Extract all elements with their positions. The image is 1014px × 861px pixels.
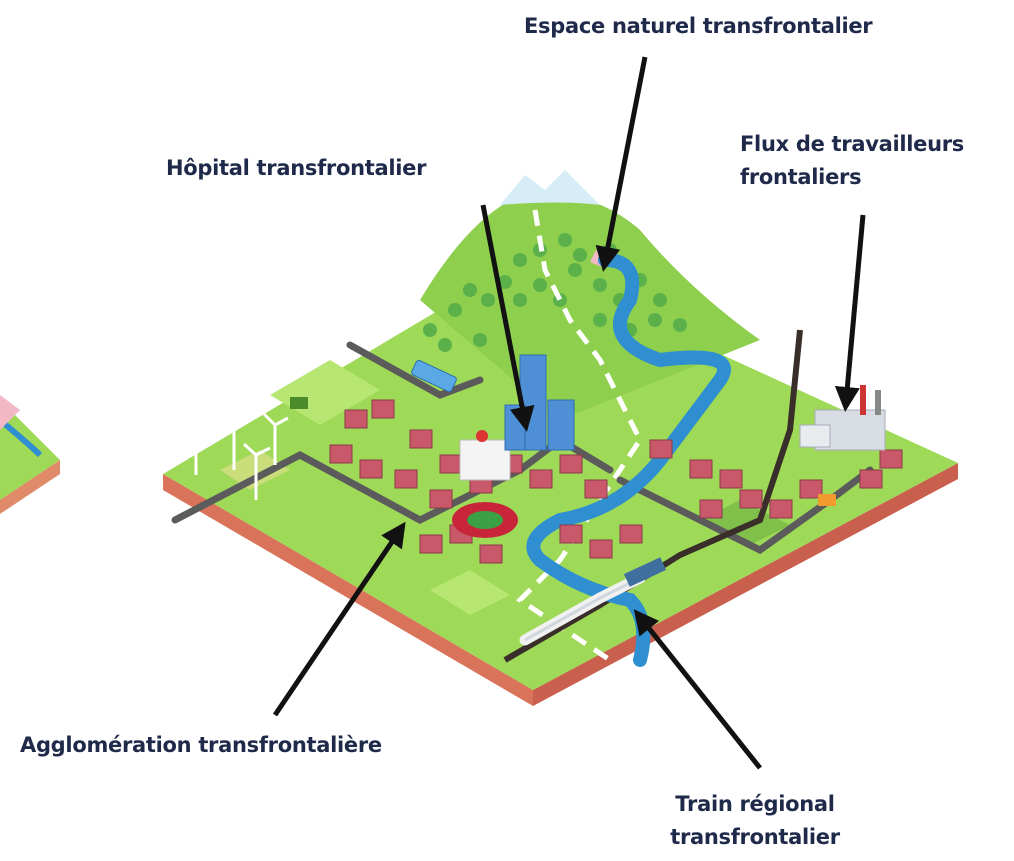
neighbor-tile bbox=[0, 395, 60, 514]
label-train-line1: Train régional bbox=[675, 792, 835, 816]
label-espace-naturel: Espace naturel transfrontalier bbox=[524, 14, 873, 38]
factory bbox=[799, 385, 886, 451]
label-flux-line1: Flux de travailleurs bbox=[740, 132, 965, 156]
town bbox=[329, 399, 903, 564]
label-agglomeration: Agglomération transfrontalière bbox=[20, 733, 382, 757]
annotation-arrows bbox=[272, 56, 866, 770]
rail-bridge bbox=[623, 557, 667, 587]
main-tile bbox=[163, 170, 958, 706]
tractor bbox=[290, 397, 308, 409]
arrow-agglomeration bbox=[272, 521, 406, 717]
arrow-espace bbox=[595, 56, 648, 272]
arrow-flux bbox=[834, 214, 866, 412]
hospital-building bbox=[459, 430, 511, 481]
train bbox=[519, 572, 646, 646]
label-hopital: Hôpital transfrontalier bbox=[166, 156, 427, 180]
wind-turbines bbox=[183, 412, 289, 500]
railway bbox=[503, 329, 803, 663]
river bbox=[526, 253, 731, 667]
snow-cap bbox=[500, 170, 600, 205]
arrow-hopital bbox=[480, 204, 535, 432]
label-train-line2: transfrontalier bbox=[670, 825, 840, 849]
arrow-train bbox=[633, 609, 762, 770]
label-train-regional: Train régional transfrontalier bbox=[660, 788, 850, 854]
bus bbox=[411, 359, 457, 393]
label-flux-line2: frontaliers bbox=[740, 165, 862, 189]
label-flux-travailleurs: Flux de travailleurs frontaliers bbox=[740, 128, 964, 194]
truck bbox=[818, 494, 836, 506]
forest bbox=[423, 233, 687, 352]
office-towers bbox=[504, 354, 575, 451]
